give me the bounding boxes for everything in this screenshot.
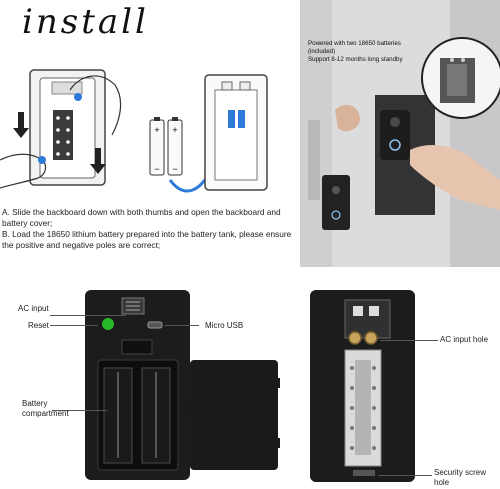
instruction-step-a: A. Slide the backboard down with both th… — [2, 207, 281, 228]
micro-usb-port-icon — [147, 321, 163, 329]
battery-minus-2: − — [172, 164, 177, 174]
battery-minus-1: − — [154, 164, 159, 174]
reset-label: Reset — [28, 321, 49, 330]
battery-caption: Powered with two 18650 batteries (includ… — [308, 40, 433, 64]
down-arrow-icon — [13, 112, 106, 174]
security-screw-hole-icon — [353, 470, 375, 476]
backboard-drawing — [29, 69, 106, 186]
reset-leader — [50, 325, 98, 326]
battery-cover-drawing — [190, 360, 278, 470]
battery-compartment-label-2: compartment — [22, 409, 69, 418]
security-screw-label-1: Security screw — [434, 468, 487, 477]
ac-input-hole-icon — [348, 331, 362, 345]
ac-input-label: AC input — [18, 304, 49, 313]
micro-usb-leader — [165, 325, 199, 326]
doorbell-photo-art — [300, 0, 500, 267]
hand-drawing — [0, 75, 122, 189]
install-illustration: + + − − — [0, 69, 268, 193]
device-front-drawing — [85, 290, 280, 480]
reset-button-icon — [102, 318, 114, 330]
security-screw-leader — [378, 475, 432, 476]
security-screw-label-2: hole — [434, 478, 450, 487]
caption-line-3: Support 8-12 months long standby — [308, 56, 403, 63]
caption-line-1: Powered with two 18650 batteries — [308, 40, 401, 47]
battery-tank-drawing — [204, 74, 268, 191]
backboard-photo-drawing — [310, 290, 415, 482]
ac-input-hole-label: AC input hole — [440, 335, 489, 344]
battery-compartment-label-1: Battery — [22, 399, 48, 408]
instructions: A. Slide the backboard down with both th… — [2, 207, 297, 251]
ac-input-leader — [50, 315, 126, 316]
page-title: install — [22, 2, 149, 42]
battery-drawing: + + − − — [149, 117, 183, 176]
doorbell-photo: Powered with two 18650 batteries (includ… — [300, 0, 500, 267]
battery-plus-1: + — [154, 125, 159, 135]
instruction-step-b: B. Load the 18650 lithium battery prepar… — [2, 229, 292, 250]
caption-line-2: (included) — [308, 48, 336, 55]
battery-compartment-leader — [52, 410, 107, 411]
micro-usb-label: Micro USB — [205, 321, 244, 330]
battery-plus-2: + — [172, 125, 177, 135]
ac-input-hole-leader — [380, 340, 438, 341]
